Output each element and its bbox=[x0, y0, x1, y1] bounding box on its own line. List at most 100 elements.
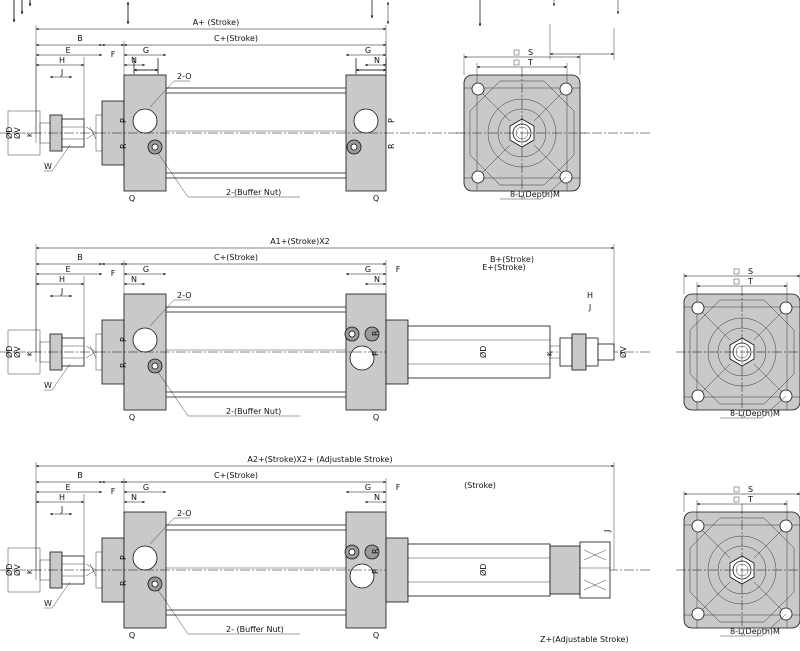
d-label: ØD bbox=[4, 564, 14, 576]
t-label: T bbox=[747, 277, 753, 286]
e-label: E bbox=[65, 265, 70, 274]
h-label: H bbox=[59, 493, 65, 502]
b-label: B bbox=[77, 34, 83, 43]
n-label-right: N bbox=[374, 493, 380, 502]
end-view: ST 8-L(Depth)M bbox=[676, 485, 800, 636]
g-label-right: G bbox=[365, 483, 371, 492]
p-label-left: P bbox=[119, 555, 128, 560]
n-label-left: N bbox=[131, 493, 137, 502]
j-label-right: J bbox=[588, 303, 591, 312]
j-label: J bbox=[60, 287, 63, 296]
depth-label: 8-L(Depth)M bbox=[730, 409, 780, 418]
s-label: S bbox=[528, 48, 533, 57]
c-stroke-label: C+(Stroke) bbox=[214, 34, 258, 43]
e-label: E bbox=[65, 46, 70, 55]
n-label-left: N bbox=[131, 275, 137, 284]
s-label: S bbox=[748, 485, 753, 494]
z-adjust-label: Z+(Adjustable Stroke) bbox=[540, 635, 629, 644]
f-label: F bbox=[111, 487, 116, 496]
k-label: K bbox=[26, 569, 34, 574]
d-label: ØD bbox=[4, 346, 14, 358]
n-label-right: N bbox=[374, 275, 380, 284]
g-label-left: G bbox=[143, 46, 149, 55]
c-stroke-label: C+(Stroke) bbox=[214, 253, 258, 262]
buffer-nut-label: 2-(Buffer Nut) bbox=[226, 188, 281, 197]
j-label-right: J bbox=[603, 530, 612, 533]
v-label: ØV bbox=[12, 127, 22, 139]
buffer-nut-label: 2-(Buffer Nut) bbox=[226, 407, 281, 416]
w-label: W bbox=[44, 162, 52, 171]
h-label-right: H bbox=[587, 291, 593, 300]
f-label-right: F bbox=[396, 265, 401, 274]
r-label-right: R bbox=[387, 143, 396, 149]
e-stroke-label: E+(Stroke) bbox=[482, 263, 526, 272]
r-label-left: R bbox=[119, 143, 128, 149]
f-label-right: F bbox=[396, 483, 401, 492]
k-label: K bbox=[26, 351, 34, 356]
t-label: T bbox=[747, 495, 753, 504]
b-label: B bbox=[77, 253, 83, 262]
q-label-left: Q bbox=[129, 631, 135, 640]
q-label-left: Q bbox=[129, 194, 135, 203]
e-label: E bbox=[65, 483, 70, 492]
p-label-right: P bbox=[371, 351, 380, 356]
r-label-right: R bbox=[371, 548, 380, 554]
depth-label: 8-L(Depth)M bbox=[730, 627, 780, 636]
r-label-left: R bbox=[119, 580, 128, 586]
g-label-left: G bbox=[143, 265, 149, 274]
q-label-right: Q bbox=[373, 631, 379, 640]
w-label: W bbox=[44, 381, 52, 390]
v-label-right: ØV bbox=[618, 346, 628, 358]
overall-length-label: A1+(Stroke)X2 bbox=[270, 237, 330, 246]
w-label: W bbox=[44, 599, 52, 608]
f-label: F bbox=[111, 50, 116, 59]
port-label: 2-O bbox=[177, 72, 192, 81]
s-label: S bbox=[748, 267, 753, 276]
r-label-left: R bbox=[119, 362, 128, 368]
c-stroke-label: C+(Stroke) bbox=[214, 471, 258, 480]
buffer-nut-label: 2- (Buffer Nut) bbox=[226, 625, 284, 634]
p-label-left: P bbox=[119, 337, 128, 342]
n-label-right: N bbox=[374, 56, 380, 65]
k-label: K bbox=[26, 132, 34, 137]
overall-length-label: A2+(Stroke)X2+ (Adjustable Stroke) bbox=[247, 455, 392, 464]
port-label: 2-O bbox=[177, 509, 192, 518]
h-label: H bbox=[59, 56, 65, 65]
g-label-left: G bbox=[143, 483, 149, 492]
h-label: H bbox=[59, 275, 65, 284]
end-view: ST 8-L(Depth)M bbox=[676, 267, 800, 418]
r-label-right: R bbox=[371, 330, 380, 336]
stroke-label: (Stroke) bbox=[464, 481, 496, 490]
depth-label: 8-L(Depth)M bbox=[510, 190, 560, 199]
b-label: B bbox=[77, 471, 83, 480]
d-label: ØD bbox=[4, 127, 14, 139]
k-label-right: K bbox=[546, 351, 554, 356]
phi-d-label: ØD bbox=[478, 564, 488, 576]
p-label-left: P bbox=[119, 118, 128, 123]
t-label: T bbox=[527, 58, 533, 67]
g-label-right: G bbox=[365, 265, 371, 274]
q-label-left: Q bbox=[129, 413, 135, 422]
g-label-right: G bbox=[365, 46, 371, 55]
drawing-3: A2+(Stroke)X2+ (Adjustable Stroke) B F C+(S… bbox=[0, 455, 800, 644]
j-label: J bbox=[60, 505, 63, 514]
phi-d-label: ØD bbox=[478, 346, 488, 358]
p-label-right: P bbox=[371, 569, 380, 574]
v-label: ØV bbox=[12, 346, 22, 358]
q-label-right: Q bbox=[373, 413, 379, 422]
b-stroke-label: B+(Stroke) bbox=[490, 255, 534, 264]
end-view: ST 8-L(Depth)M bbox=[456, 48, 588, 199]
p-label-right: P bbox=[387, 118, 396, 123]
v-label: ØV bbox=[12, 564, 22, 576]
q-label-right: Q bbox=[373, 194, 379, 203]
port-label: 2-O bbox=[177, 291, 192, 300]
j-label: J bbox=[60, 68, 63, 77]
overall-length-label: A+ (Stroke) bbox=[193, 18, 239, 27]
